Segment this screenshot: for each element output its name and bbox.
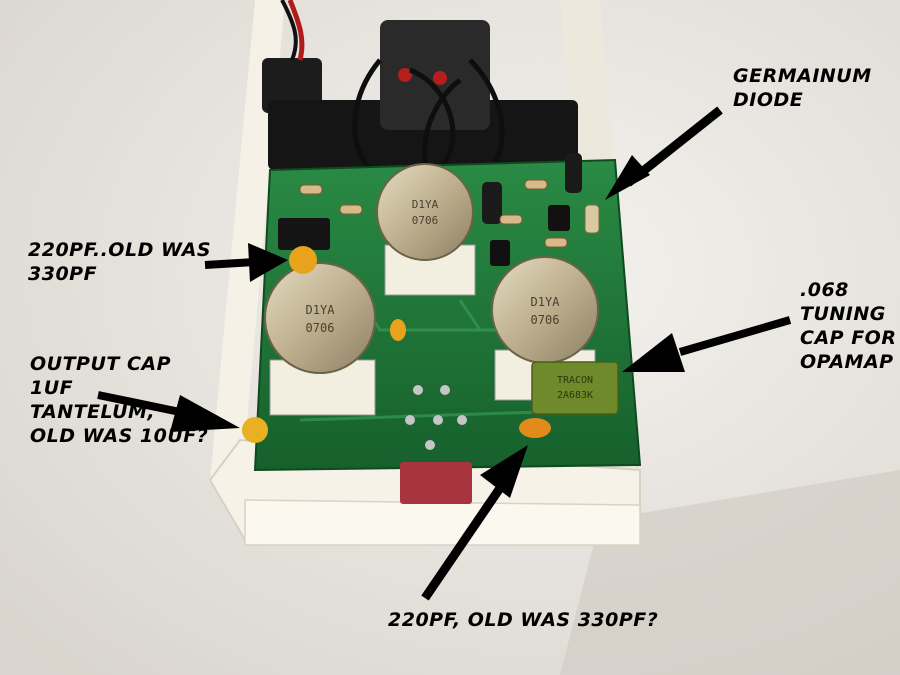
label-line: 330PF — [28, 263, 98, 285]
label-line: DIODE — [733, 89, 804, 111]
pot-left-brand: D1YA — [306, 303, 336, 317]
red-led-2 — [433, 71, 447, 85]
label-line: GERMAINUM — [733, 65, 872, 87]
ceramic-cap-220pf-bottom — [519, 418, 551, 438]
label-220pf-left: 220PF..OLD WAS 330PF — [28, 238, 211, 286]
label-line: CAP FOR — [800, 327, 897, 349]
pot-right-brand: D1YA — [531, 295, 561, 309]
label-220pf-bottom: 220PF, OLD WAS 330PF? — [388, 608, 658, 632]
pot-right-code: 0706 — [531, 313, 560, 327]
label-output-cap: OUTPUT CAP 1UF TANTELUM, OLD WAS 10UF? — [30, 352, 208, 448]
tuning-cap-brand: TRACON — [557, 375, 593, 386]
pot-top-code: 0706 — [412, 214, 439, 227]
arrow-220pf-left — [204, 243, 288, 282]
tuning-cap-068: TRACON 2A683K — [531, 361, 619, 415]
arrow-output-cap — [97, 391, 240, 432]
pot-left-code: 0706 — [306, 321, 335, 335]
label-line: OUTPUT CAP — [30, 353, 172, 375]
germanium-diode-part — [584, 204, 600, 234]
arrow-germanium-diode — [605, 106, 723, 200]
opamp-chip — [278, 218, 330, 250]
enclosure-front-lip — [244, 499, 641, 546]
pot-top: D1YA 0706 — [376, 163, 476, 296]
label-line: OPAMAP — [800, 351, 894, 373]
arrow-220pf-bottom — [421, 445, 528, 601]
input-jack — [262, 58, 322, 113]
wire-red — [287, 0, 305, 61]
label-line: 1UF — [30, 377, 74, 399]
transistor-1 — [548, 205, 570, 231]
tuning-cap-code: 2A683K — [557, 390, 593, 401]
label-line: .068 — [800, 279, 849, 301]
label-germanium-diode: GERMAINUM DIODE — [733, 64, 872, 112]
tantalum-cap-output — [242, 417, 268, 443]
pot-top-brand: D1YA — [412, 198, 439, 211]
solder-pads — [405, 385, 467, 450]
label-line: TANTELUM, — [30, 401, 156, 423]
arrow-tuning-cap — [622, 316, 792, 372]
red-footswitch-cap — [400, 462, 472, 504]
transistor-2 — [490, 240, 510, 266]
resistors — [299, 179, 568, 248]
enclosure-left-wall — [210, 0, 285, 500]
electrolytic-cap-1 — [482, 182, 502, 224]
label-tuning-cap: .068 TUNING CAP FOR OPAMAP — [800, 278, 896, 374]
label-line: 220PF..OLD WAS — [28, 239, 212, 261]
label-line: OLD WAS 10UF? — [30, 425, 209, 447]
red-led — [398, 68, 412, 82]
ceramic-cap-220pf-left — [289, 246, 317, 274]
pot-left: D1YA 0706 — [264, 262, 376, 416]
wire-black — [280, 0, 298, 61]
label-line: 220PF, OLD WAS 330PF? — [388, 609, 659, 631]
electrolytic-cap-2 — [565, 153, 582, 193]
ceramic-cap-small — [390, 319, 406, 341]
label-line: TUNING — [800, 303, 886, 325]
table-shadow — [560, 470, 900, 675]
